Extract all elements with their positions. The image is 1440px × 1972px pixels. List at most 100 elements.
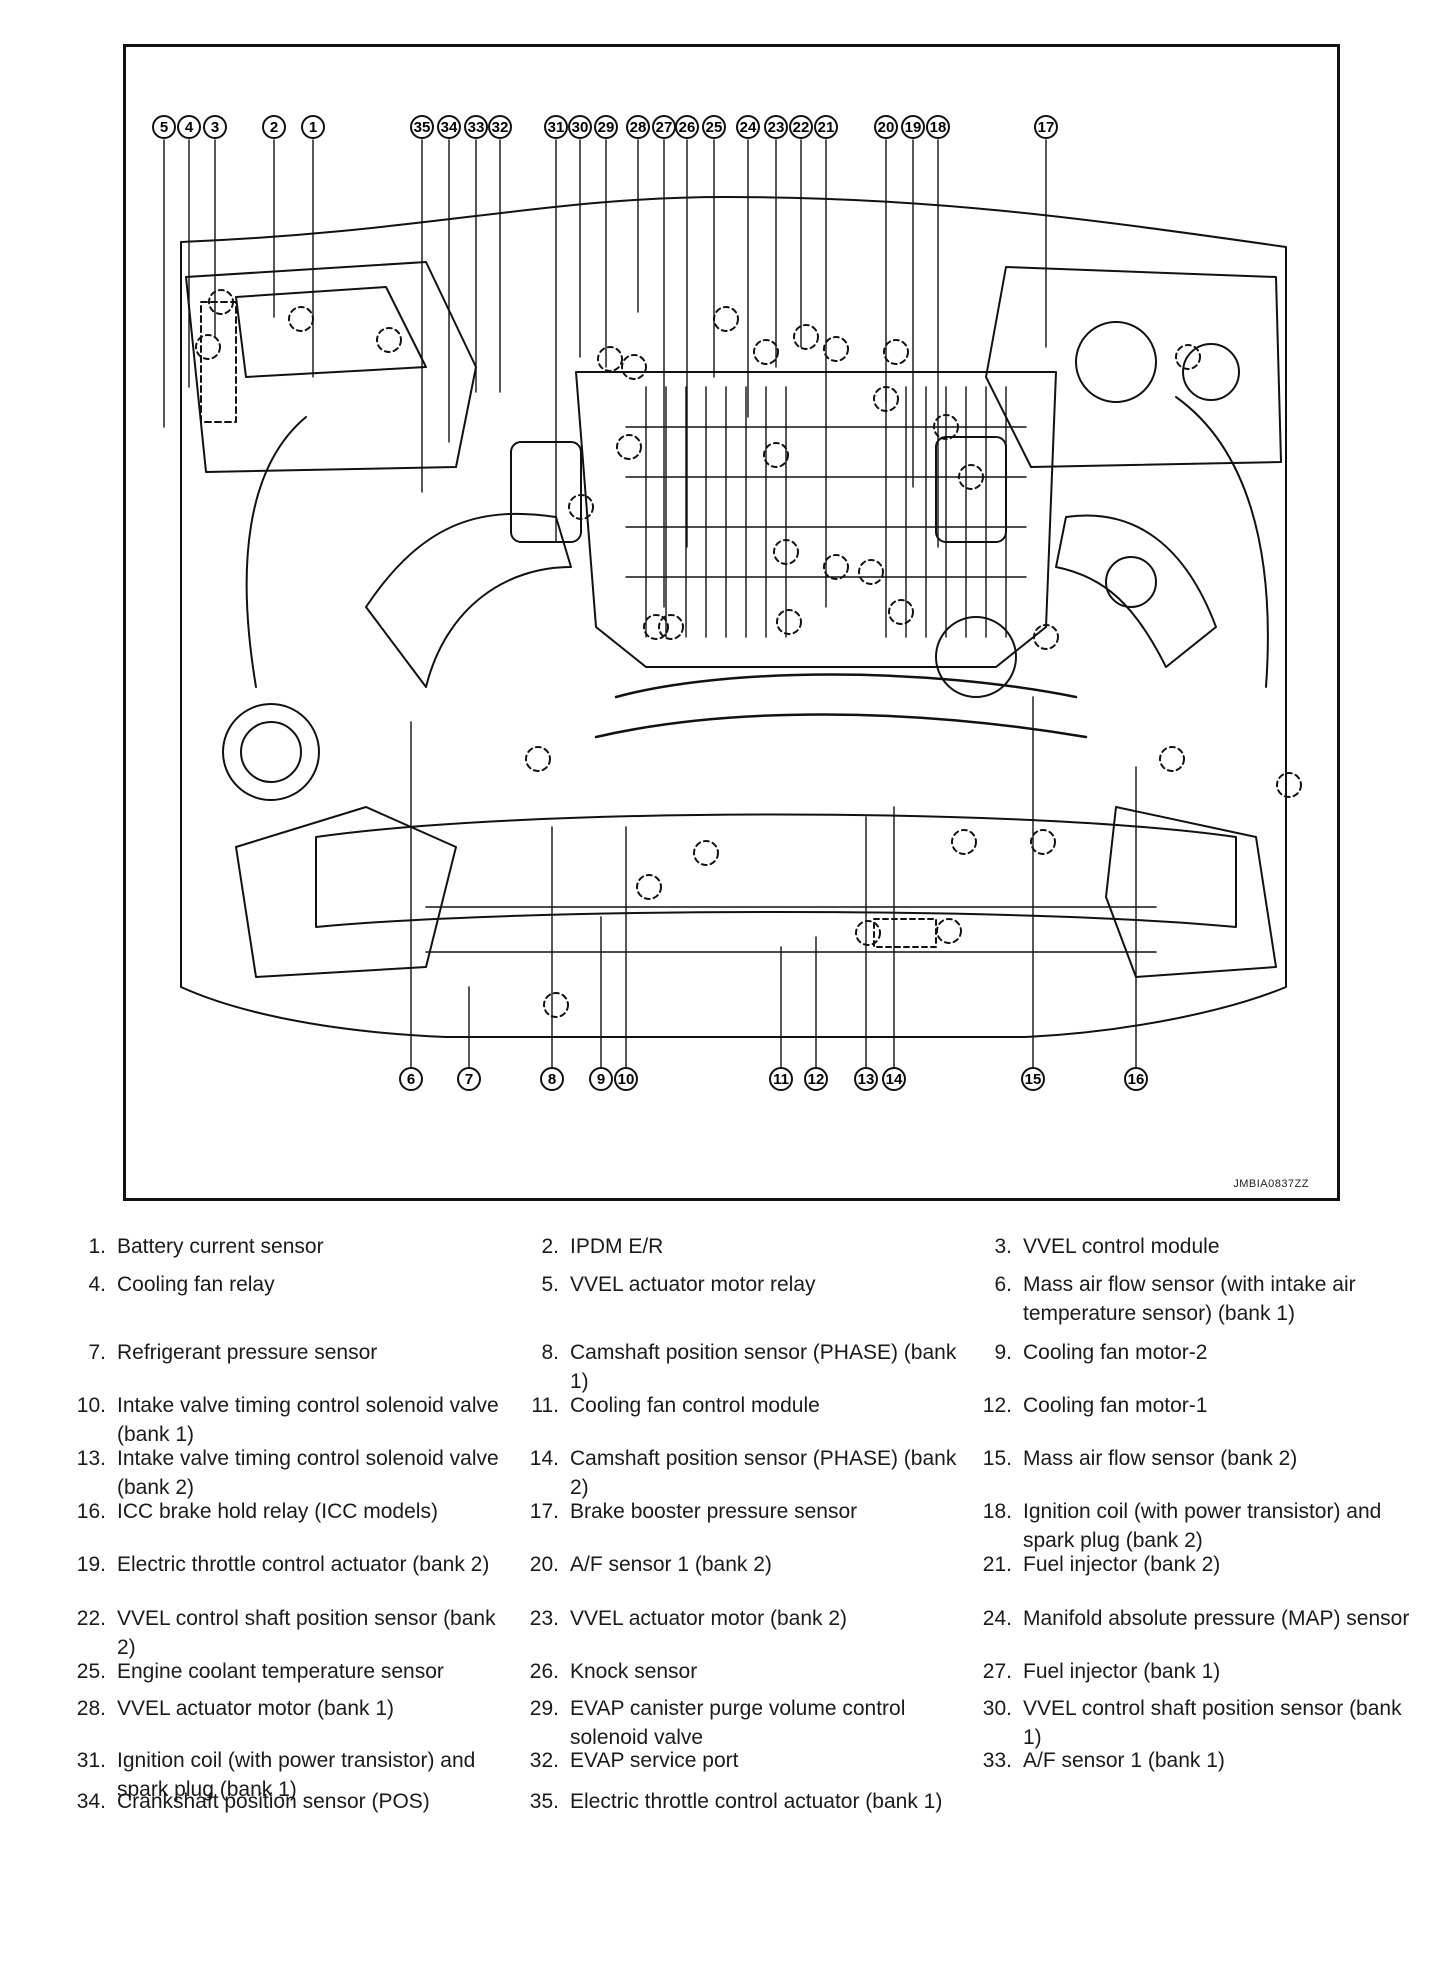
legend-number: 3. (994, 1235, 1012, 1258)
legend-text: Ignition coil (with power transistor) an… (1023, 1500, 1382, 1552)
callout-1: 1 (301, 115, 325, 139)
legend-number: 6. (994, 1273, 1012, 1296)
callout-number: 22 (793, 119, 810, 136)
callout-number: 29 (598, 119, 615, 136)
callout-number: 9 (597, 1071, 605, 1088)
callout-28: 28 (626, 115, 650, 139)
brake-booster-reservoir (1075, 321, 1157, 403)
callout-6: 6 (399, 1067, 423, 1091)
callout-number: 8 (548, 1071, 556, 1088)
callout-5: 5 (152, 115, 176, 139)
callout-circle (736, 115, 760, 139)
callout-32: 32 (488, 115, 512, 139)
legend-number: 5. (541, 1273, 559, 1296)
callout-34: 34 (437, 115, 461, 139)
callout-circle (540, 1067, 564, 1091)
callout-number: 18 (930, 119, 947, 136)
callout-circle (594, 115, 618, 139)
oil-filler-cap (935, 616, 1017, 698)
callout-12: 12 (804, 1067, 828, 1091)
callout-number: 11 (773, 1071, 789, 1088)
callout-number: 12 (808, 1071, 825, 1088)
legend-text: IPDM E/R (570, 1235, 664, 1258)
legend-number: 28. (76, 1697, 106, 1720)
callout-number: 33 (468, 119, 485, 136)
callout-number: 1 (309, 119, 317, 136)
legend-text: Cooling fan control module (570, 1394, 820, 1417)
engine-bay-drawing: 5432135343332313029282726252423222120191… (152, 115, 1302, 1091)
callout-circle (901, 115, 925, 139)
callout-circle (589, 1067, 613, 1091)
callout-number: 15 (1025, 1071, 1042, 1088)
legend-number: 17. (529, 1500, 559, 1523)
callout-13: 13 (854, 1067, 878, 1091)
callout-circle (675, 115, 699, 139)
callout-circle (262, 115, 286, 139)
relay-dashed-box (200, 301, 237, 423)
intake-duct-left (365, 512, 572, 688)
callout-circle (568, 115, 592, 139)
callout-circle (410, 115, 434, 139)
callout-circle (854, 1067, 878, 1091)
leader-lines (163, 139, 1047, 608)
callout-circle (764, 115, 788, 139)
callout-circle (1021, 1067, 1045, 1091)
legend-number: 8. (541, 1341, 559, 1364)
legend-number: 23. (529, 1607, 559, 1630)
legend-number: 16. (76, 1500, 106, 1523)
legend-text: Ignition coil (with power transistor) an… (117, 1749, 476, 1801)
callout-7: 7 (457, 1067, 481, 1091)
legend-number: 11. (531, 1394, 559, 1417)
legend-text: ICC brake hold relay (ICC models) (117, 1500, 438, 1523)
callout-21: 21 (814, 115, 838, 139)
callout-20: 20 (874, 115, 898, 139)
legend-text: EVAP canister purge volume control solen… (570, 1697, 906, 1749)
legend-number: 18. (982, 1500, 1012, 1523)
legend-number: 1. (88, 1235, 106, 1258)
legend-text: Electric throttle control actuator (bank… (117, 1553, 490, 1576)
intake-duct-right (1055, 514, 1217, 668)
legend-number: 7. (88, 1341, 106, 1364)
callout-number: 2 (270, 119, 278, 136)
legend-number: 9. (994, 1341, 1012, 1364)
callout-number: 32 (492, 119, 509, 136)
callout-number: 16 (1128, 1071, 1145, 1088)
callout-31: 31 (544, 115, 568, 139)
legend-text: Crankshaft position sensor (POS) (117, 1790, 430, 1813)
legend-number: 25. (76, 1660, 106, 1683)
callout-circle (926, 115, 950, 139)
legend-number: 26. (529, 1660, 559, 1683)
callout-23: 23 (764, 115, 788, 139)
callout-number: 14 (886, 1071, 903, 1088)
callout-number: 28 (630, 119, 647, 136)
intake-plenum (575, 371, 1057, 668)
legend-number: 22. (76, 1607, 106, 1630)
callout-number: 3 (211, 119, 219, 136)
callout-number: 6 (407, 1071, 415, 1088)
legend-text: Intake valve timing control solenoid val… (117, 1394, 499, 1446)
callout-circle (614, 1067, 638, 1091)
legend-number: 24. (982, 1607, 1012, 1630)
engine-bay-outline (180, 196, 1287, 1038)
callout-33: 33 (464, 115, 488, 139)
legend-text: A/F sensor 1 (bank 1) (1023, 1749, 1225, 1772)
callout-number: 21 (818, 119, 835, 136)
legend-text: Knock sensor (570, 1660, 698, 1683)
legend-text: VVEL actuator motor relay (570, 1273, 816, 1296)
callout-number: 25 (706, 119, 723, 136)
legend-text: Electric throttle control actuator (bank… (570, 1790, 943, 1813)
callout-15: 15 (1021, 1067, 1045, 1091)
callout-26: 26 (675, 115, 699, 139)
callout-number: 7 (465, 1071, 473, 1088)
callout-number: 4 (185, 119, 194, 136)
legend-text: Refrigerant pressure sensor (117, 1341, 378, 1364)
callout-number: 10 (618, 1071, 635, 1088)
callout-circle (804, 1067, 828, 1091)
legend-number: 29. (529, 1697, 559, 1720)
legend-text: Intake valve timing control solenoid val… (117, 1447, 499, 1499)
figure-code: JMBIA0837ZZ (1233, 1178, 1309, 1190)
legend-text: VVEL actuator motor (bank 1) (117, 1697, 395, 1720)
legend-text: Cooling fan motor-2 (1023, 1341, 1208, 1364)
callout-number: 17 (1038, 119, 1055, 136)
legend-number: 4. (88, 1273, 106, 1296)
